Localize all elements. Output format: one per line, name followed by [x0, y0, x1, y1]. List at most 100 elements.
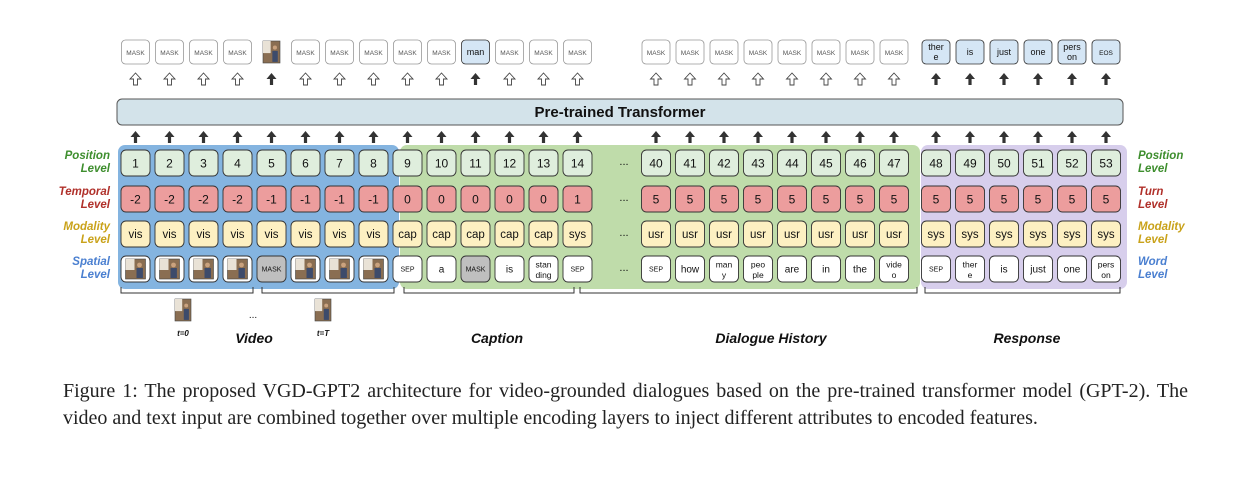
- modality-cell: sys: [562, 220, 593, 248]
- temporal-cell: -1: [324, 185, 355, 213]
- cell-text: 45: [819, 156, 833, 170]
- cell-text: sys: [569, 229, 587, 241]
- cell-text: -2: [232, 192, 243, 206]
- temporal-cell: 5: [709, 185, 739, 213]
- spatial-cell: MASK: [256, 255, 287, 283]
- cell-text: 47: [887, 156, 901, 170]
- spatial-cell: SEP: [392, 255, 423, 283]
- cell-text: ther: [963, 260, 978, 270]
- cell-text: 5: [653, 192, 660, 206]
- modality-level-label-right: Level: [1138, 234, 1168, 246]
- input-arrow: [504, 131, 515, 143]
- temporal-cell: -1: [290, 185, 321, 213]
- input-arrow: [368, 131, 379, 143]
- output-token-text: MASK: [534, 50, 553, 57]
- modality-cell: vis: [120, 220, 151, 248]
- cell-text: is: [506, 265, 513, 276]
- spatial-level-label: Level: [81, 269, 111, 281]
- temporal-cell: -1: [358, 185, 389, 213]
- cell-text: vis: [366, 229, 380, 241]
- temporal-cell: 5: [989, 185, 1019, 213]
- position-cell: 11: [460, 149, 491, 177]
- cell-text: how: [681, 265, 700, 276]
- output-token-text: on: [1067, 52, 1077, 62]
- output-token: MASK: [777, 39, 807, 65]
- cell-text: usr: [750, 229, 766, 241]
- position-level-label: Position: [65, 150, 110, 162]
- position-cell: 2: [154, 149, 185, 177]
- cell-text: 5: [1035, 192, 1042, 206]
- output-token-text: ther: [928, 42, 944, 52]
- cell-text: 5: [933, 192, 940, 206]
- modality-cell: vis: [154, 220, 185, 248]
- cell-text: 53: [1099, 156, 1113, 170]
- position-cell: 4: [222, 149, 253, 177]
- output-arrow: [1033, 73, 1043, 85]
- position-cell: 14: [562, 149, 593, 177]
- temporal-cell: 5: [845, 185, 875, 213]
- spatial-cell: [188, 255, 219, 283]
- modality-cell: vis: [358, 220, 389, 248]
- text-segment-bg: [400, 145, 920, 289]
- cell-text: 5: [721, 192, 728, 206]
- position-cell: 50: [989, 149, 1019, 177]
- temporal-cell: -1: [256, 185, 287, 213]
- input-arrow: [889, 131, 899, 143]
- input-arrow: [1033, 131, 1043, 143]
- cell-text: peo: [751, 260, 765, 270]
- cell-text: on: [1101, 270, 1111, 280]
- modality-cell: cap: [426, 220, 457, 248]
- output-token-text: EOS: [1099, 50, 1113, 57]
- cell-text: 5: [789, 192, 796, 206]
- output-arrow: [853, 72, 867, 86]
- spatial-cell: [290, 255, 321, 283]
- cell-text: 52: [1065, 156, 1079, 170]
- cell-text: vis: [162, 229, 176, 241]
- temporal-cell: 0: [528, 185, 559, 213]
- output-arrow: [999, 73, 1009, 85]
- output-arrow: [570, 72, 585, 86]
- input-arrow: [1067, 131, 1077, 143]
- output-arrow: [536, 72, 551, 86]
- output-token-text: MASK: [568, 50, 587, 57]
- output-arrow: [502, 72, 517, 86]
- modality-cell: usr: [641, 220, 671, 248]
- output-token: MASK: [675, 39, 705, 65]
- output-token-text: MASK: [817, 50, 836, 57]
- figure-caption: Figure 1: The proposed VGD-GPT2 architec…: [63, 380, 1188, 429]
- dialogue-history-label: Dialogue History: [715, 330, 827, 346]
- output-token: MASK: [641, 39, 671, 65]
- output-arrow: [931, 73, 941, 85]
- position-cell: 43: [743, 149, 773, 177]
- video-frame-icon: [363, 258, 384, 280]
- output-token: MASK: [495, 39, 524, 65]
- cell-text: 5: [1001, 192, 1008, 206]
- cell-text: sys: [1063, 229, 1081, 241]
- spatial-cell: is: [494, 255, 525, 283]
- output-token-text: MASK: [647, 50, 666, 57]
- frame-t0-icon: [174, 298, 192, 322]
- output-token: MASK: [845, 39, 875, 65]
- cell-text: vide: [886, 260, 902, 270]
- transformer-box: [116, 98, 1124, 126]
- output-token: MASK: [811, 39, 841, 65]
- cell-text: 42: [717, 156, 731, 170]
- spatial-cell: just: [1023, 255, 1053, 283]
- output-token: MASK: [359, 39, 388, 65]
- output-arrow: [751, 72, 765, 86]
- output-token-text: MASK: [885, 50, 904, 57]
- output-arrow: [298, 72, 313, 86]
- modality-cell: cap: [392, 220, 423, 248]
- output-token-text: MASK: [364, 50, 383, 57]
- output-token: is: [955, 39, 985, 65]
- cell-text: in: [822, 265, 830, 276]
- cell-text: vis: [128, 229, 142, 241]
